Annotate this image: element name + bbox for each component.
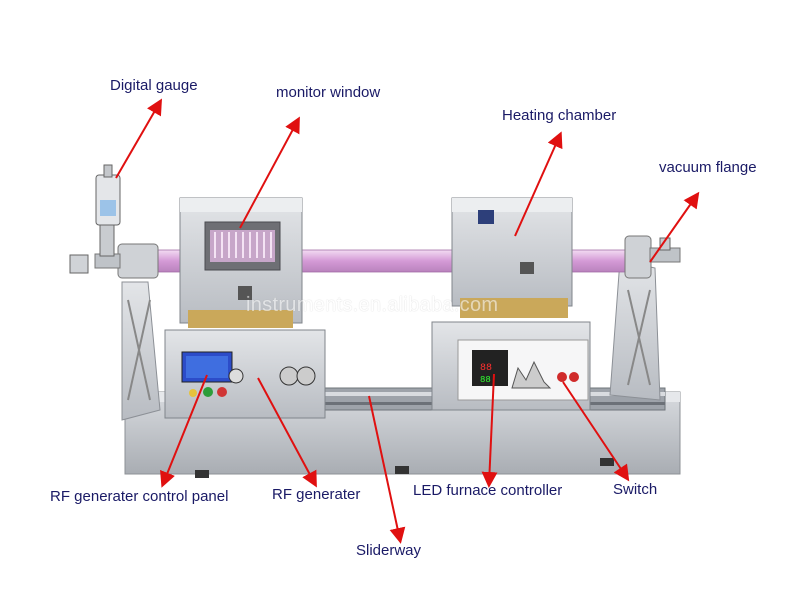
arrow-led-controller — [481, 373, 498, 488]
svg-text:88: 88 — [480, 363, 492, 374]
label-rf-generator: RF generater — [272, 486, 361, 503]
label-monitor-window: monitor window — [276, 84, 381, 101]
label-digital-gauge: Digital gauge — [110, 77, 198, 94]
right-support-frame — [609, 259, 661, 401]
arrow-heating-chamber — [514, 131, 563, 237]
heating-chamber-body — [451, 197, 573, 318]
label-vacuum-flange: vacuum flange — [659, 159, 757, 176]
label-rf-control-panel: RF generater control panel — [50, 488, 229, 505]
label-led-controller: LED furnace controller — [413, 482, 563, 499]
arrow-rf-generator — [257, 377, 317, 488]
left-support-frame — [121, 281, 161, 421]
arrow-monitor-window — [239, 116, 300, 229]
arrow-rf-control-panel — [160, 374, 208, 488]
arrow-vacuum-flange — [649, 191, 700, 263]
left-flange-assembly — [69, 164, 159, 279]
rf-generator-box — [164, 329, 326, 419]
controller-box: 88 88 — [431, 321, 591, 411]
label-heating-chamber: Heating chamber — [502, 107, 617, 124]
svg-text:88: 88 — [480, 375, 491, 385]
arrow-digital-gauge — [115, 98, 163, 179]
arrow-switch — [562, 381, 630, 482]
watermark-text: instruments.en.alibaba.com — [246, 294, 499, 316]
rf-furnace-body — [179, 197, 303, 328]
label-switch: Switch — [613, 481, 658, 498]
label-slideway: Sliderway — [356, 542, 422, 559]
arrow-slideway — [368, 395, 406, 544]
